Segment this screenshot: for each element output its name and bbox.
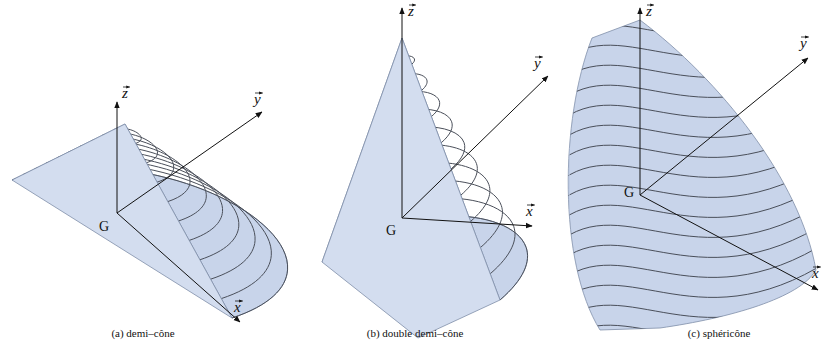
contour-line <box>550 80 830 130</box>
subfigure-caption: (b) double demi–cône <box>367 328 464 339</box>
cone-surface <box>12 124 288 318</box>
axis-label: z <box>646 4 652 19</box>
axis-arrow <box>117 213 240 322</box>
axis-label: z <box>408 4 414 19</box>
flat-face <box>322 38 500 338</box>
contour-line <box>550 140 830 190</box>
axis-label: y <box>254 92 261 107</box>
contour-line <box>550 120 830 170</box>
contour-line <box>550 20 830 70</box>
axis-label: x <box>526 204 533 219</box>
axis-arrow <box>640 58 808 195</box>
axis-label: x <box>812 266 819 281</box>
point-label: G <box>99 220 109 234</box>
sphericone-surface <box>568 20 816 330</box>
contour-line <box>550 300 830 342</box>
subfigure-caption: (c) sphéricône <box>688 328 751 339</box>
contour-line <box>550 280 830 330</box>
axis-label: x <box>234 300 241 315</box>
axis-arrow <box>117 102 118 213</box>
point-label: G <box>624 186 634 200</box>
point-label: G <box>386 224 396 238</box>
axis-arrow <box>402 76 548 218</box>
axis-label: y <box>800 36 807 51</box>
contour-line <box>550 100 830 150</box>
axis-arrow <box>402 218 532 226</box>
contour-line <box>550 40 830 90</box>
flat-face <box>12 124 232 318</box>
axis-arrow <box>402 8 403 218</box>
axis-arrow <box>640 8 641 195</box>
contour-line <box>550 260 830 310</box>
shaded-rim <box>568 38 600 330</box>
subfigure-caption: (a) demi–cône <box>111 328 174 339</box>
axis-label: y <box>534 56 541 71</box>
axis-arrow <box>117 112 262 213</box>
contour-line <box>550 0 830 50</box>
contour-line <box>550 60 830 110</box>
axis-label: z <box>122 86 128 101</box>
axis-arrow <box>640 195 818 290</box>
